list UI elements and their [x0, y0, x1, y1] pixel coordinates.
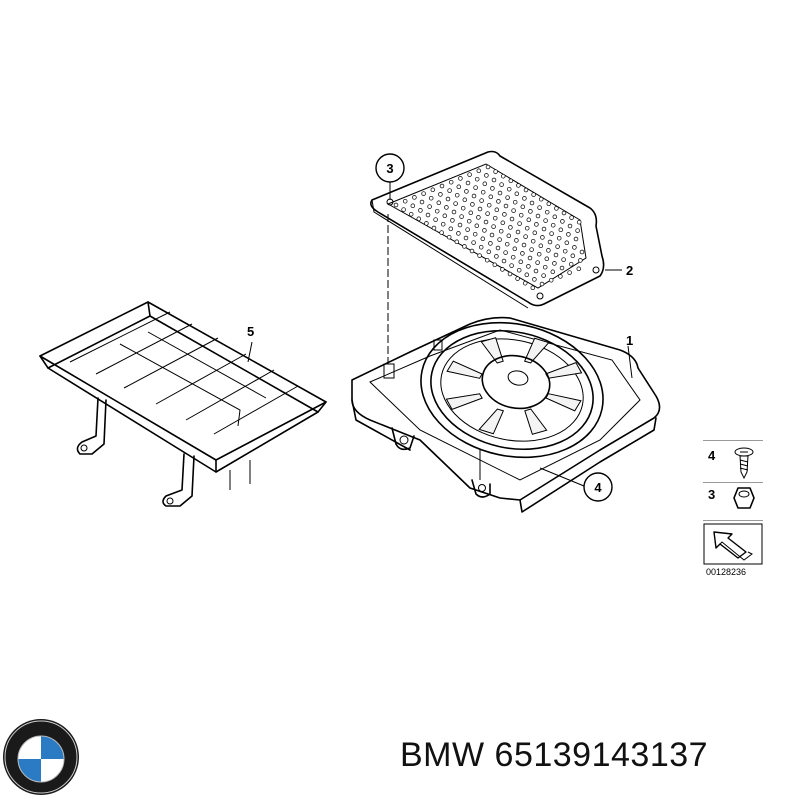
speaker-housing-part [351, 316, 661, 513]
speaker-basket-ribs [445, 337, 583, 435]
callout-3-top: 3 [375, 153, 405, 183]
nut-icon [733, 487, 755, 509]
bracket-frame-part [39, 301, 327, 507]
callout-label-2: 2 [626, 263, 633, 278]
arrow-direction-icon [703, 523, 763, 565]
brand-name: BMW [400, 736, 485, 774]
product-caption: BMW 65139143137 [400, 736, 708, 775]
cover-perforation-grid [393, 164, 585, 291]
speaker-cover-part [370, 150, 605, 309]
leader-lines [247, 182, 633, 487]
callout-2: 2 [626, 263, 633, 278]
diagram-reference-number: 00128236 [706, 567, 746, 577]
small-parts-legend: 4 3 00128236 [703, 440, 763, 577]
callout-label-4: 4 [594, 480, 602, 495]
callout-5: 5 [247, 324, 254, 339]
legend-label-3: 3 [708, 487, 715, 502]
callout-label-3: 3 [386, 161, 393, 176]
callout-label-5: 5 [247, 324, 254, 339]
part-number: 65139143137 [494, 736, 709, 774]
bmw-logo [3, 719, 79, 795]
callout-1: 1 [626, 333, 633, 348]
callout-label-1: 1 [626, 333, 633, 348]
legend-label-4: 4 [708, 448, 716, 463]
callout-4: 4 [583, 472, 613, 502]
screw-icon [734, 447, 754, 480]
